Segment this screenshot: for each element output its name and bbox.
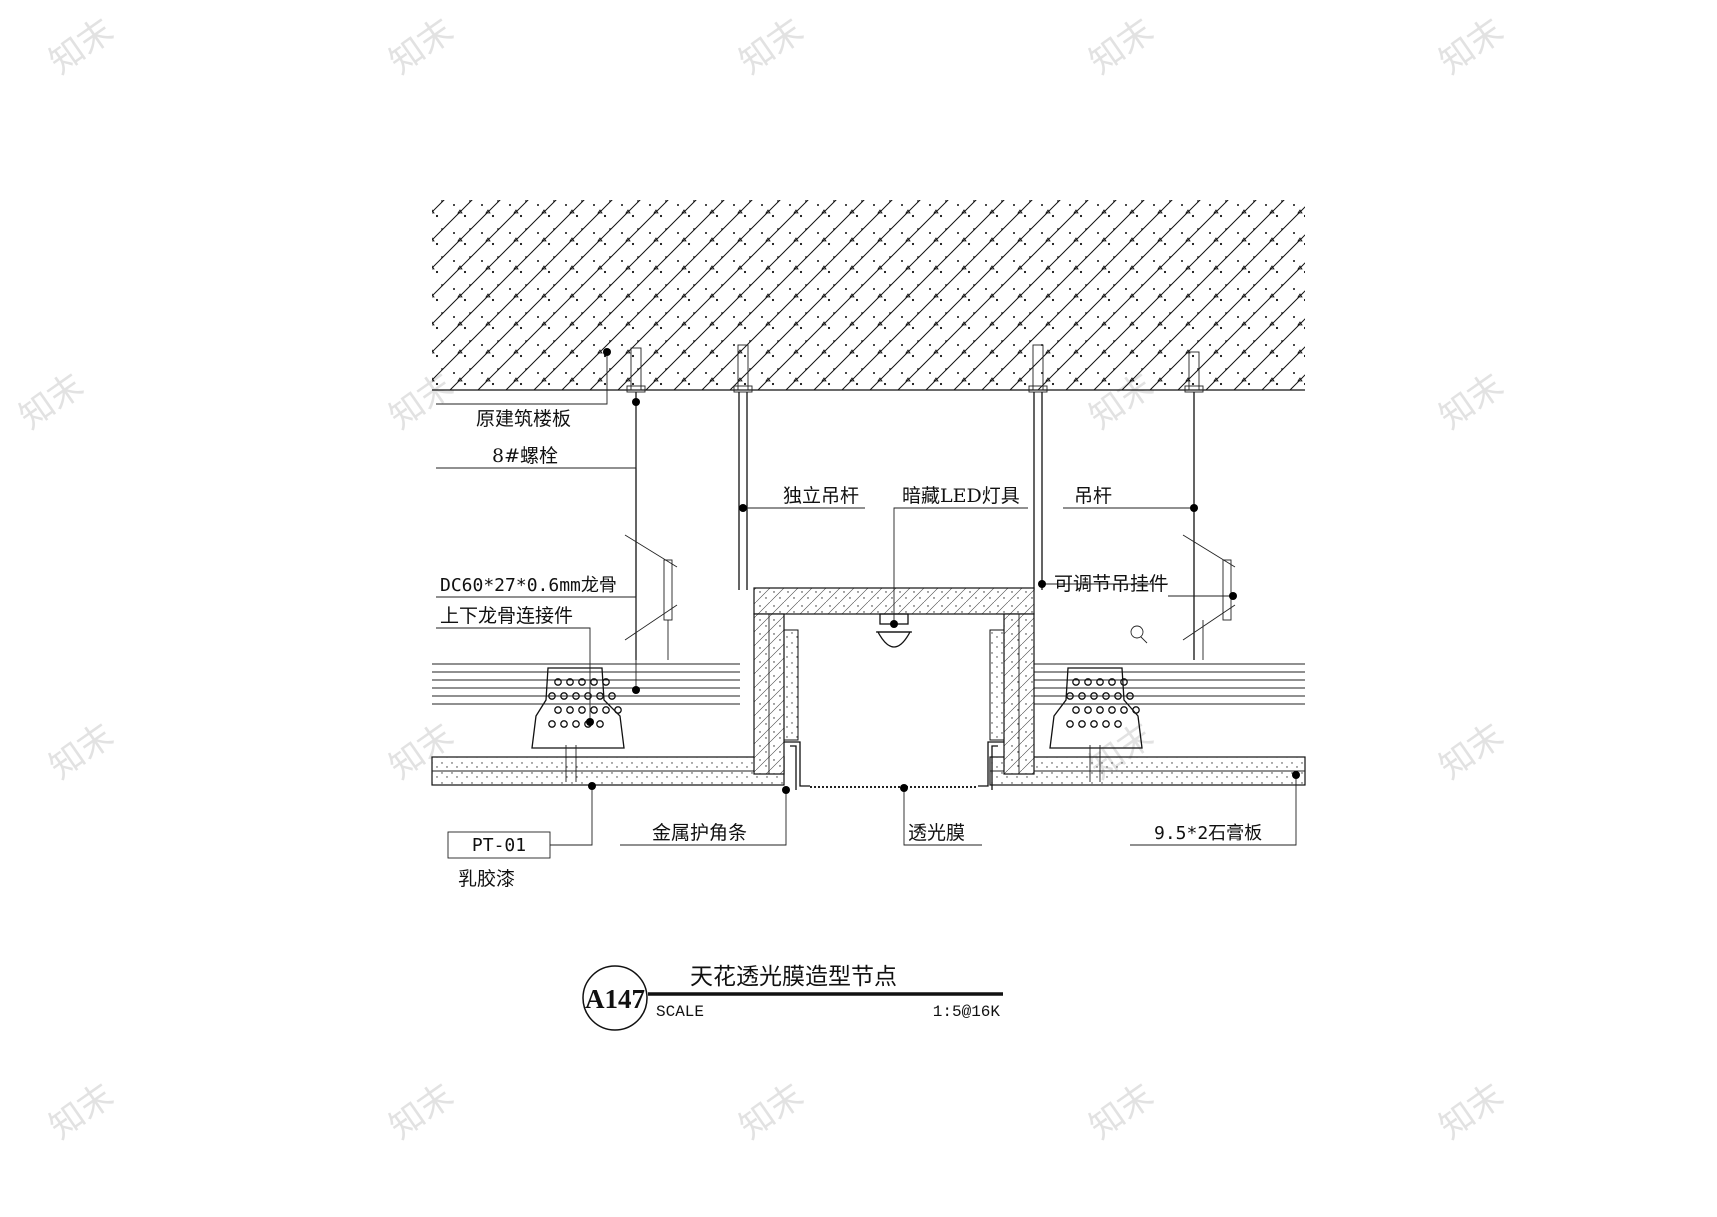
perforation-hole xyxy=(554,706,562,714)
watermark-mark: 知末 xyxy=(732,11,811,83)
perforation-hole xyxy=(596,720,604,728)
label-rod: 吊杆 xyxy=(1074,485,1112,507)
lightbox-wall-left-inner xyxy=(783,629,799,741)
label-independent-rod: 独立吊杆 xyxy=(783,485,859,507)
adjustable-hanger-left xyxy=(624,534,678,660)
title-tag: A147 xyxy=(585,984,645,1014)
keel-connector-left xyxy=(531,667,625,749)
perforation-hole xyxy=(590,678,598,686)
perforation-hole xyxy=(1126,692,1134,700)
leaders xyxy=(436,352,1297,859)
anchor-bolt-2 xyxy=(733,344,753,393)
perforation-hole xyxy=(1114,720,1122,728)
perforation-hole xyxy=(566,678,574,686)
lightbox-wall-right-inner xyxy=(989,629,1005,741)
keel-connector-right xyxy=(1049,667,1143,749)
label-film: 透光膜 xyxy=(908,822,965,844)
watermark-mark: 知末 xyxy=(1432,11,1511,83)
perforation-hole xyxy=(572,692,580,700)
watermark-mark: 知末 xyxy=(42,1076,121,1148)
perforation-hole xyxy=(578,706,586,714)
perforation-hole xyxy=(1120,678,1128,686)
perforation-hole xyxy=(602,678,610,686)
perforation-hole xyxy=(596,692,604,700)
perforation-hole xyxy=(1084,706,1092,714)
watermark-mark: 知末 xyxy=(42,716,121,788)
perforation-hole xyxy=(1078,692,1086,700)
perforation-hole xyxy=(1084,678,1092,686)
label-bolt: 8#螺栓 xyxy=(492,445,558,467)
perforation-hole xyxy=(1102,720,1110,728)
label-keel: DC60*27*0.6mm龙骨 xyxy=(440,575,617,596)
perforation-hole xyxy=(566,706,574,714)
label-keel-connector: 上下龙骨连接件 xyxy=(440,605,573,627)
perforation-hole xyxy=(1108,706,1116,714)
metal-corner-right xyxy=(978,741,1004,790)
label-metal-corner: 金属护角条 xyxy=(652,822,747,844)
watermark-mark: 知末 xyxy=(1082,11,1161,83)
watermark-mark: 知末 xyxy=(1082,1076,1161,1148)
keel-lines-right xyxy=(1032,663,1305,705)
magnifier-icon xyxy=(1130,625,1148,644)
perforation-hole xyxy=(1090,720,1098,728)
perforation-hole xyxy=(1114,692,1122,700)
perforation-hole xyxy=(584,692,592,700)
label-adjustable-hanger: 可调节吊挂件 xyxy=(1054,573,1168,595)
scale-value: 1:5@16K xyxy=(933,1003,1001,1021)
label-gypsum: 9.5*2石膏板 xyxy=(1154,822,1262,844)
perforation-hole xyxy=(1108,678,1116,686)
perforation-hole xyxy=(1096,706,1104,714)
perforation-hole xyxy=(590,706,598,714)
leader-dots xyxy=(586,348,1300,794)
watermark-mark: 知末 xyxy=(12,366,91,438)
watermark-mark: 知末 xyxy=(1432,716,1511,788)
concrete-slab xyxy=(432,200,1305,390)
perforation-hole xyxy=(560,720,568,728)
scale-label: SCALE xyxy=(656,1003,704,1021)
anchor-bolt-3 xyxy=(1028,344,1048,393)
perforation-hole xyxy=(1096,678,1104,686)
perforation-hole xyxy=(1132,706,1140,714)
label-led: 暗藏LED灯具 xyxy=(902,485,1020,507)
label-pt-code: PT-01 xyxy=(472,835,526,856)
watermark-mark: 知末 xyxy=(382,11,461,83)
perforation-hole xyxy=(578,678,586,686)
perforation-hole xyxy=(548,720,556,728)
perforation-hole xyxy=(1090,692,1098,700)
perforation-hole xyxy=(1102,692,1110,700)
label-slab: 原建筑楼板 xyxy=(476,408,571,430)
watermark-mark: 知末 xyxy=(1432,1076,1511,1148)
perforation-hole xyxy=(608,692,616,700)
label-latex-paint: 乳胶漆 xyxy=(458,868,515,890)
perforation-hole xyxy=(1120,706,1128,714)
perforation-hole xyxy=(560,692,568,700)
perforation-hole xyxy=(572,720,580,728)
hanger-rods xyxy=(635,392,1195,660)
metal-corner-left xyxy=(784,741,810,790)
perforation-hole xyxy=(1066,720,1074,728)
perforation-hole xyxy=(614,706,622,714)
perforation-hole xyxy=(1078,720,1086,728)
watermark-mark: 知末 xyxy=(42,11,121,83)
perforation-hole xyxy=(1066,692,1074,700)
title-tag-circle xyxy=(582,965,648,1031)
perforation-hole xyxy=(1072,706,1080,714)
watermark-mark: 知末 xyxy=(382,1076,461,1148)
perforation-hole xyxy=(554,678,562,686)
watermark-mark: 知末 xyxy=(1432,366,1511,438)
detail-title: 天花透光膜造型节点 xyxy=(690,964,897,990)
perforation-hole xyxy=(1072,678,1080,686)
adjustable-hanger-right xyxy=(1182,534,1236,660)
perforation-hole xyxy=(548,692,556,700)
keel-lines-left xyxy=(432,663,740,705)
perforation-hole xyxy=(602,706,610,714)
watermark-mark: 知末 xyxy=(732,1076,811,1148)
